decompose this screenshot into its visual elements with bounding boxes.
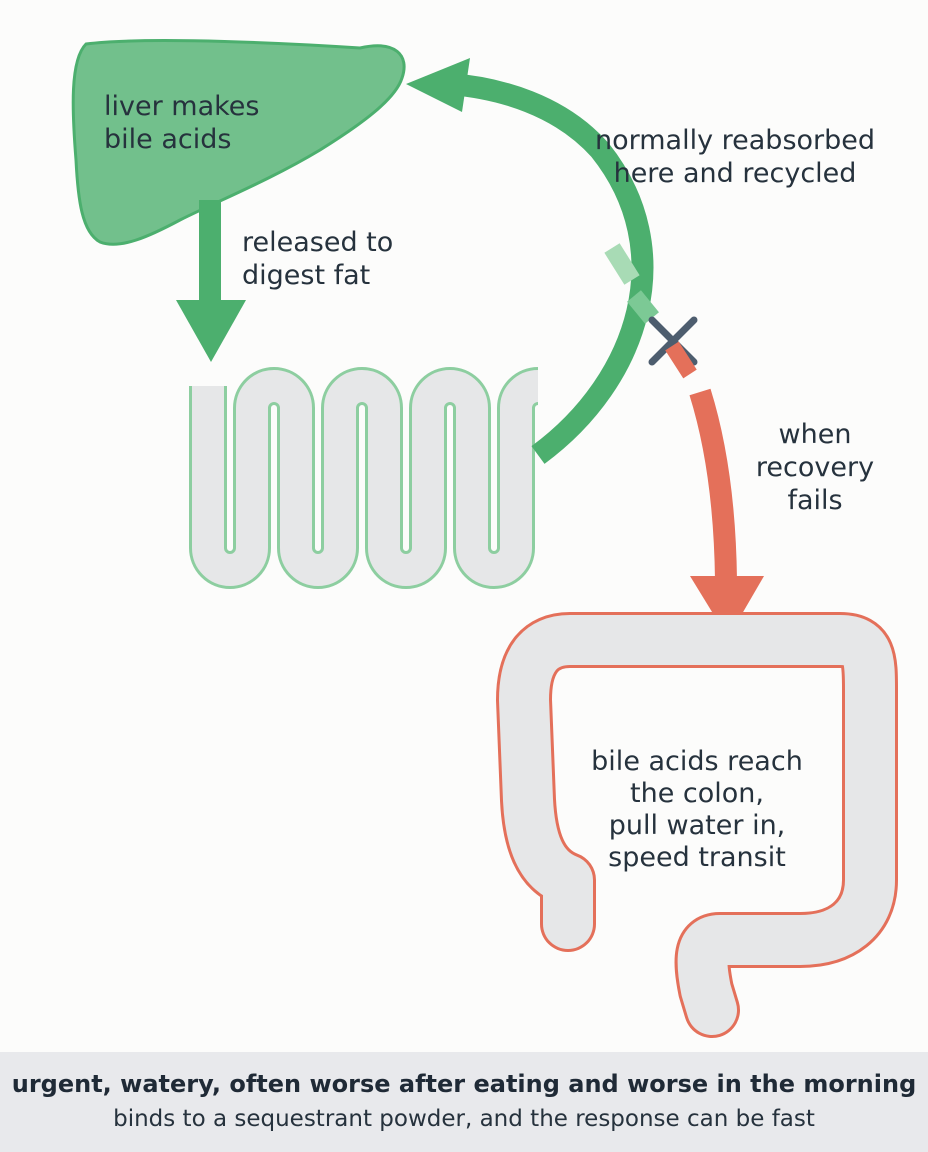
- small-intestine: [189, 367, 540, 589]
- footer-subtitle: binds to a sequestrant powder, and the r…: [113, 1106, 815, 1132]
- footer-banner: urgent, watery, often worse after eating…: [0, 1052, 928, 1152]
- reabsorbed-label: normally reabsorbed here and recycled: [594, 125, 876, 189]
- colon: [496, 612, 898, 1038]
- released-label: released to digest fat: [242, 227, 394, 291]
- liver-shape: [71, 39, 406, 246]
- release-arrow: [176, 200, 246, 362]
- liver-label: liver makes bile acids: [104, 91, 260, 155]
- footer-title: urgent, watery, often worse after eating…: [11, 1070, 917, 1098]
- recovery-fails-label: when recovery fails: [755, 419, 875, 516]
- colon-label: bile acids reach the colon, pull water i…: [591, 746, 803, 873]
- reabsorption-arrow: [406, 58, 659, 464]
- failed-recovery-arrow: [665, 341, 764, 638]
- bile-acid-cycle-diagram: [71, 39, 898, 1038]
